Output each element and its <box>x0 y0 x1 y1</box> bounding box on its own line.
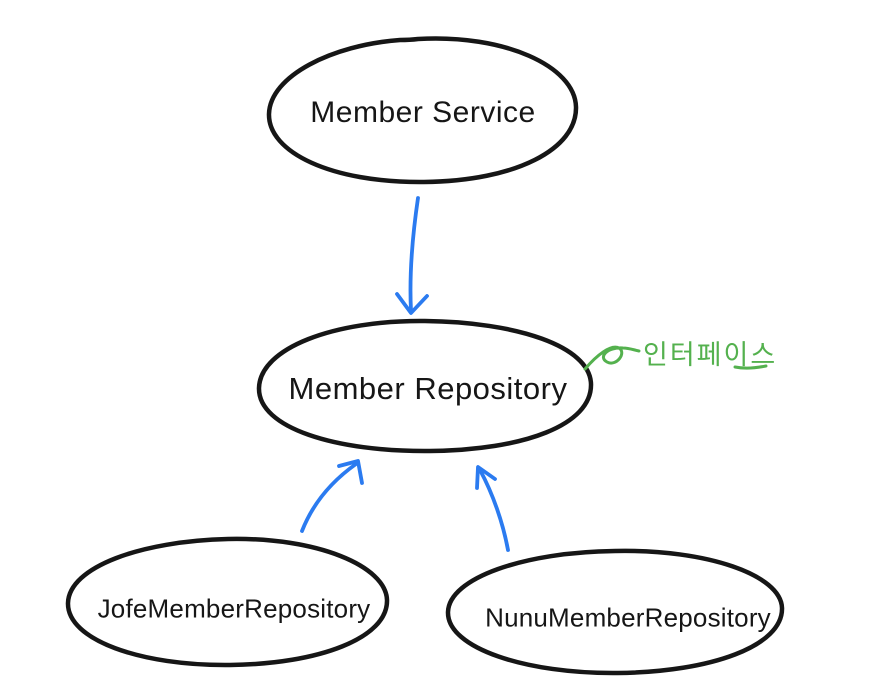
arrow-nunu-to-repository-head <box>475 465 497 490</box>
annotation-underline <box>733 364 768 370</box>
member-service-ellipse <box>266 36 579 185</box>
arrow-jofe-to-repository <box>300 462 358 533</box>
node-ellipses <box>65 36 785 676</box>
interface-annotation-label: 인터페이스 <box>643 340 778 370</box>
arrow-service-to-repository-head <box>395 292 429 315</box>
arrow-service-to-repository <box>408 196 420 313</box>
member-service-label: Member Service <box>310 96 536 129</box>
jofe-member-repository-label: JofeMemberRepository <box>97 593 371 624</box>
annotation-marks <box>583 345 768 371</box>
jofe-member-repository-ellipse <box>65 536 390 668</box>
nunu-member-repository-label: NunuMemberRepository <box>485 602 771 633</box>
member-repository-ellipse <box>256 318 594 454</box>
member-repository-label: Member Repository <box>288 371 568 406</box>
arrow-jofe-to-repository-head <box>337 459 364 485</box>
dependency-arrows <box>300 196 510 552</box>
nunu-member-repository-ellipse <box>445 548 785 676</box>
arrow-nunu-to-repository <box>478 468 510 552</box>
annotation-squiggle <box>583 345 641 371</box>
